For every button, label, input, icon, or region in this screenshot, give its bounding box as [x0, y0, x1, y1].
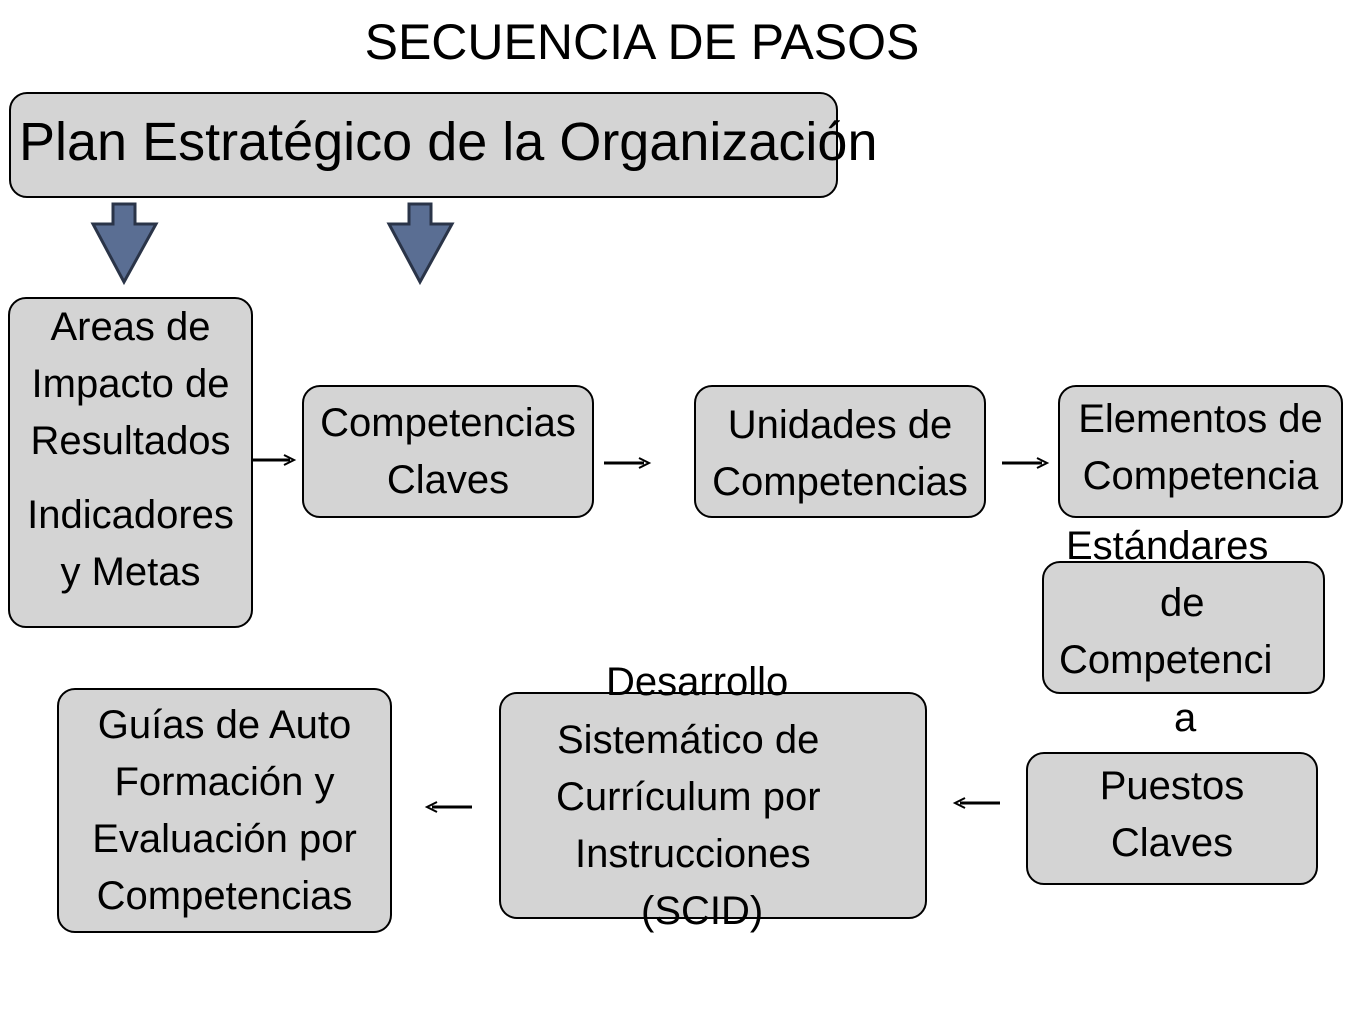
areas-line4: Indicadores	[27, 493, 234, 537]
areas-line1: Areas de	[50, 305, 211, 349]
arrow-unidades-to-elementos	[1002, 457, 1050, 469]
unidades-competencias-box: Unidades de Competencias	[694, 385, 986, 518]
arrow-puestos-to-scid	[952, 797, 1000, 809]
puestos-line1: Puestos	[1099, 764, 1245, 808]
scid-line1: Desarrollo	[606, 660, 789, 704]
competencias-claves-line1: Competencias	[320, 401, 576, 445]
areas-impacto-box: Areas de Impacto de Resultados Indicador…	[8, 297, 253, 628]
areas-line3: Resultados	[30, 419, 231, 463]
estandares-line2: de	[1160, 581, 1205, 625]
down-arrow-right	[386, 202, 455, 286]
puestos-line2: Claves	[1110, 821, 1234, 865]
estandares-line3: Competenci	[1059, 638, 1273, 682]
arrow-competencias-to-unidades	[604, 457, 652, 469]
areas-line2: Impacto de	[31, 362, 230, 406]
guias-line3: Evaluación por	[92, 817, 357, 861]
puestos-claves-box: Puestos Claves	[1026, 752, 1318, 885]
guias-line1: Guías de Auto	[97, 703, 352, 747]
competencias-claves-box: Competencias Claves	[302, 385, 594, 518]
elementos-competencia-box: Elementos de Competencia	[1058, 385, 1343, 518]
competencias-claves-line2: Claves	[386, 458, 510, 502]
scid-line4: Instrucciones	[575, 832, 811, 876]
unidades-line2: Competencias	[712, 460, 968, 504]
scid-line5: (SCID)	[641, 889, 764, 933]
estandares-competencia-box	[1042, 561, 1325, 694]
plan-estrategico-label: Plan Estratégico de la Organización	[19, 112, 878, 172]
elementos-line2: Competencia	[1082, 454, 1319, 498]
scid-line3: Currículum por	[556, 775, 821, 819]
diagram-title: SECUENCIA DE PASOS	[364, 14, 920, 70]
down-arrow-left	[90, 202, 159, 286]
scid-box	[499, 692, 927, 919]
estandares-line1: Estándares	[1066, 524, 1269, 568]
unidades-line1: Unidades de	[727, 403, 953, 447]
estandares-line4: a	[1174, 696, 1197, 740]
arrow-areas-to-competencias	[252, 454, 297, 466]
guias-box: Guías de Auto Formación y Evaluación por…	[57, 688, 392, 933]
scid-line2: Sistemático de	[557, 718, 820, 762]
guias-line4: Competencias	[96, 874, 353, 918]
guias-line2: Formación y	[114, 760, 335, 804]
plan-estrategico-box: Plan Estratégico de la Organización	[9, 92, 878, 198]
elementos-line1: Elementos de	[1078, 397, 1323, 441]
arrow-scid-to-guias	[424, 801, 472, 813]
areas-line5: y Metas	[60, 550, 201, 594]
